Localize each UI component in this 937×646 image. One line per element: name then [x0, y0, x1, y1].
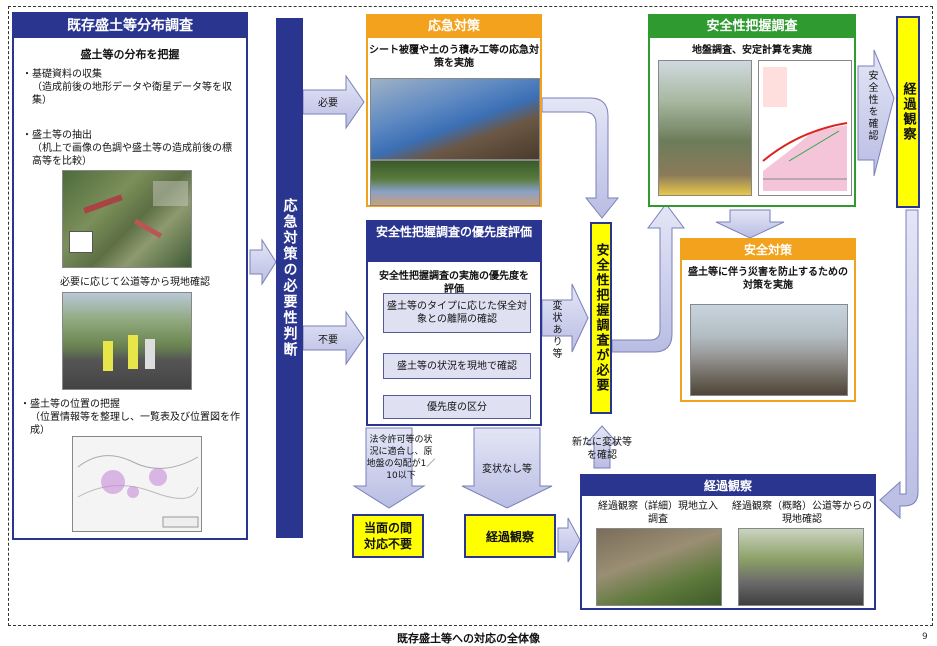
item-position-body: （位置情報等を整理し、一覧表及び位置図を作成） [30, 412, 240, 436]
arrow-no-change [461, 427, 553, 509]
safety-measure-photo [690, 304, 848, 396]
emergency-measure-desc: シート被覆や土のう積み工等の応急対策を実施 [369, 45, 539, 69]
safety-survey-needed-box: 安全性把握調査が必要 [590, 222, 612, 414]
step-separation-check: 盛土等のタイプに応じた保全対象との離隔の確認 [383, 293, 531, 333]
satellite-map-image [62, 170, 192, 268]
step-priority-classification: 優先度の区分 [383, 395, 531, 419]
observation-summary-label: 経過観察（概略）公道等からの現地確認 [732, 501, 872, 525]
safety-survey-desc: 地盤調査、安定計算を実施 [692, 45, 812, 56]
distribution-survey-title: 既存盛土等分布調査 [14, 14, 246, 38]
sheet-cover-photo [370, 78, 540, 160]
safety-survey-box: 安全性把握調査 地盤調査、安定計算を実施 [648, 14, 856, 207]
figure-caption: 既存盛土等への対応の全体像 [397, 632, 540, 645]
no-change-label: 変状なし等 [482, 464, 532, 475]
emergency-measure-title: 応急対策 [368, 16, 540, 38]
legal-compliance-label: 法令許可等の状況に適合し、原地盤の勾配が1／10以下 [366, 435, 436, 481]
onsite-check-label: 必要に応じて公道等から現地確認 [60, 277, 210, 288]
change-label: 変状あり等 [550, 300, 561, 360]
arrow-need [302, 74, 365, 130]
item-extract-title: ・盛土等の抽出 [22, 130, 92, 141]
arrow-left-to-judge [249, 238, 277, 286]
safety-confirmed-label: 安全性を確認 [866, 70, 877, 142]
onsite-check-photo [62, 292, 192, 390]
arrow-survey-to-measure [715, 209, 785, 239]
arrow-change [541, 283, 589, 353]
arrow-no-need [302, 310, 365, 366]
new-change-label: 新たに変状等を確認 [572, 437, 632, 461]
location-map-image [72, 436, 202, 532]
observation-detail-photo [596, 528, 722, 606]
observation-bar: 経過観察 [896, 16, 920, 208]
safety-survey-title: 安全性把握調査 [650, 16, 854, 38]
observation-summary-photo [738, 528, 864, 606]
step-onsite-status-check: 盛土等の状況を現地で確認 [383, 353, 531, 379]
arrow-bar-to-observation [879, 209, 919, 520]
item-position-title: ・盛土等の位置の把握 [20, 399, 120, 410]
priority-evaluation-desc: 安全性把握調査の実施の優先度を評価 [379, 271, 529, 295]
priority-evaluation-title: 安全性把握調査の優先度評価 [368, 222, 540, 262]
item-collect-title: ・基礎資料の収集 [22, 69, 102, 80]
observation-title: 経過観察 [582, 476, 874, 496]
arrow-to-observation [557, 517, 581, 563]
distribution-subtitle: 盛土等の分布を把握 [80, 48, 180, 61]
page-number: 9 [922, 632, 928, 642]
item-extract-body: （机上で画像の色調や盛土等の造成前後の標高等を比較） [32, 143, 232, 167]
safety-measure-desc: 盛土等に伴う災害を防止するための対策を実施 [688, 267, 848, 291]
no-need-label: 不要 [318, 335, 338, 346]
emergency-necessity-judgement-bar: 応急対策の必要性判断 [276, 18, 303, 538]
stability-calc-chart [758, 60, 852, 196]
safety-measure-box: 安全対策 盛土等に伴う災害を防止するための対策を実施 [680, 238, 856, 402]
no-action-box: 当面の間対応不要 [352, 514, 424, 558]
arrow-emergency-to-survey [541, 97, 620, 219]
safety-measure-title: 安全対策 [682, 240, 854, 260]
need-label: 必要 [318, 98, 338, 109]
arrow-new-change [584, 425, 620, 469]
arrow-to-safety-survey [611, 203, 685, 353]
outer-frame [8, 6, 933, 626]
emergency-measure-box: 応急対策 シート被覆や土のう積み工等の応急対策を実施 [366, 14, 542, 207]
ground-survey-photo [658, 60, 752, 196]
arrow-legal [352, 427, 426, 509]
arrow-safety-ok [857, 49, 895, 177]
sandbag-photo [370, 160, 540, 206]
item-collect-body: （造成前後の地形データや衛星データ等を収集） [32, 82, 232, 106]
observation-small-box: 経過観察 [464, 514, 556, 558]
observation-detail-label: 経過観察（詳細）現地立入調査 [598, 501, 718, 525]
observation-box: 経過観察 経過観察（詳細）現地立入調査 経過観察（概略）公道等からの現地確認 [580, 474, 876, 610]
